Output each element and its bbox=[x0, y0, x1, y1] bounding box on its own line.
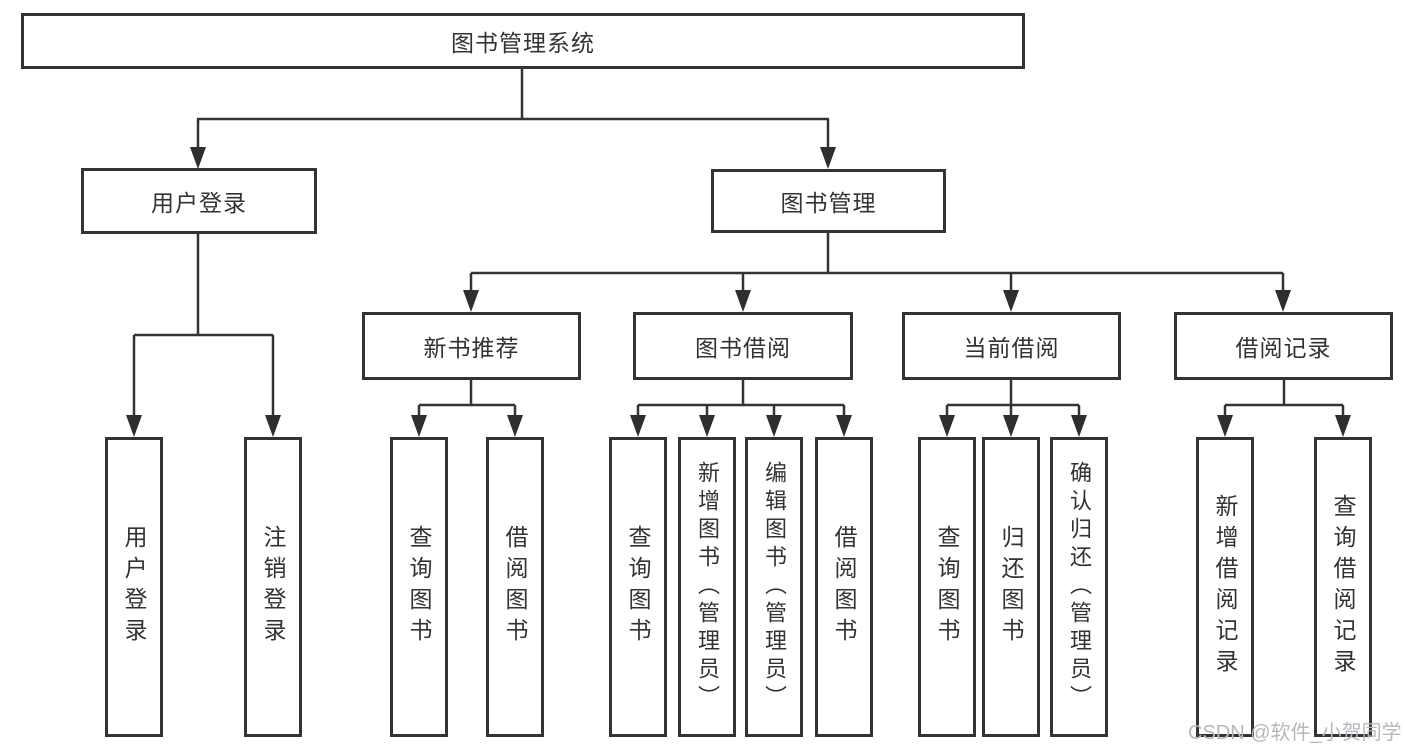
leaf-return-books: 归还图书 bbox=[982, 437, 1040, 737]
leaf-logout: 注销登录 bbox=[244, 437, 302, 737]
leaf-add-book-admin: 新增图书（管理员） bbox=[678, 437, 736, 737]
leaf-confirm-return-admin: 确认归还（管理员） bbox=[1050, 437, 1108, 737]
leaf-query-books-1: 查询图书 bbox=[390, 437, 448, 737]
node-book-management: 图书管理 bbox=[711, 169, 946, 233]
leaf-query-books-3: 查询图书 bbox=[918, 437, 976, 737]
node-book-borrow: 图书借阅 bbox=[633, 312, 853, 380]
node-current-borrow: 当前借阅 bbox=[902, 312, 1121, 380]
node-borrow-records: 借阅记录 bbox=[1174, 312, 1393, 380]
csdn-watermark: CSDN @软件_小贺同学 bbox=[1188, 722, 1402, 744]
node-new-book-recommend: 新书推荐 bbox=[362, 312, 581, 380]
node-library-system: 图书管理系统 bbox=[21, 13, 1025, 69]
leaf-borrow-books-1: 借阅图书 bbox=[486, 437, 544, 737]
leaf-query-books-2: 查询图书 bbox=[609, 437, 667, 737]
arrowheads bbox=[126, 147, 1351, 437]
leaf-user-login: 用户登录 bbox=[105, 437, 163, 737]
tree-edges bbox=[132, 68, 1345, 419]
leaf-borrow-books-2: 借阅图书 bbox=[815, 437, 873, 737]
leaf-add-borrow-record: 新增借阅记录 bbox=[1196, 437, 1254, 737]
leaf-edit-book-admin: 编辑图书（管理员） bbox=[745, 437, 803, 737]
leaf-query-borrow-record: 查询借阅记录 bbox=[1314, 437, 1372, 737]
node-user-login: 用户登录 bbox=[81, 168, 317, 234]
